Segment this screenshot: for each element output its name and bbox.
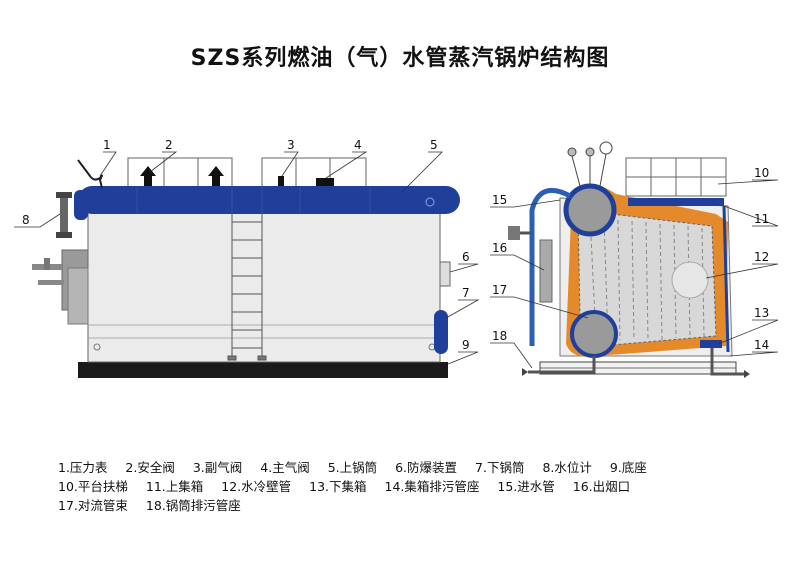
base-skid — [78, 362, 448, 378]
burner-icon — [32, 249, 89, 325]
callout-13: 13 — [754, 306, 769, 320]
legend-item: 10.平台扶梯 — [58, 479, 128, 494]
main-steam-valve-icon — [316, 178, 334, 186]
legend-row: 10.平台扶梯 11.上集箱 12.水冷壁管 13.下集箱 14.集箱排污管座 … — [58, 477, 788, 496]
callout-1: 1 — [103, 138, 111, 152]
section-view — [508, 141, 750, 378]
callout-9: 9 — [462, 338, 470, 352]
legend-item: 3.副气阀 — [192, 460, 243, 475]
flue-outlet — [539, 239, 553, 303]
callout-2: 2 — [165, 138, 173, 152]
callout-leaders — [14, 151, 779, 369]
legend-item: 2.安全阀 — [125, 460, 175, 475]
legend: 1.压力表 2.安全阀 3.副气阀 4.主气阀 5.上锅筒 6.防爆装置 7.下… — [58, 458, 788, 515]
diagram-title: SZS系列燃油（气）水管蒸汽锅炉结构图 — [190, 46, 610, 71]
platform-cage — [625, 157, 727, 197]
legend-item: 9.底座 — [609, 460, 647, 475]
legend-row: 1.压力表 2.安全阀 3.副气阀 4.主气阀 5.上锅筒 6.防爆装置 7.下… — [58, 458, 788, 477]
callout-3: 3 — [287, 138, 295, 152]
top-gauges-icon — [567, 141, 613, 187]
callout-5: 5 — [430, 138, 438, 152]
legend-item: 8.水位计 — [542, 460, 592, 475]
callout-10: 10 — [754, 166, 769, 180]
pressure-gauge-pipe — [77, 159, 103, 189]
callout-15: 15 — [492, 193, 507, 207]
callout-16: 16 — [492, 241, 507, 255]
legend-item: 5.上锅筒 — [327, 460, 378, 475]
side-view — [32, 157, 460, 378]
legend-item: 12.水冷壁管 — [221, 479, 292, 494]
legend-item: 17.对流管束 — [58, 498, 128, 513]
callout-numbers: 1 2 3 4 5 6 7 8 9 10 11 12 13 14 15 16 1… — [22, 138, 769, 352]
legend-item: 16.出烟口 — [572, 479, 631, 494]
callout-4: 4 — [354, 138, 362, 152]
legend-item: 4.主气阀 — [260, 460, 310, 475]
feed-water-pipe — [529, 187, 572, 346]
upper-header — [628, 198, 724, 206]
water-level-gauge-icon — [56, 192, 72, 238]
callout-11: 11 — [754, 212, 769, 226]
drum-blowdown-pipe — [528, 356, 596, 374]
upper-drum-section — [563, 183, 617, 237]
callout-12: 12 — [754, 250, 769, 264]
furnace-flue — [671, 261, 709, 299]
legend-item: 15.进水管 — [497, 479, 555, 494]
callout-6: 6 — [462, 250, 470, 264]
callout-14: 14 — [754, 338, 769, 352]
lower-drum-section — [570, 310, 618, 358]
auxiliary-steam-valve-icon — [278, 176, 284, 186]
legend-item: 18.锅筒排污管座 — [145, 498, 241, 513]
legend-item: 1.压力表 — [58, 460, 108, 475]
upper-drum-side — [78, 186, 460, 214]
safety-valve-icon — [140, 166, 224, 186]
legend-item: 14.集箱排污管座 — [384, 479, 480, 494]
explosion-proof-device-icon — [439, 261, 451, 287]
callout-8: 8 — [22, 213, 30, 227]
legend-item: 11.上集箱 — [145, 479, 204, 494]
header-blowdown-pipe — [710, 348, 746, 376]
legend-item: 13.下集箱 — [309, 479, 367, 494]
legend-item: 7.下锅筒 — [475, 460, 525, 475]
lower-header — [700, 340, 722, 348]
boiler-body — [87, 209, 441, 363]
top-railing — [127, 157, 367, 186]
callout-7: 7 — [462, 286, 470, 300]
lower-drum-side — [434, 310, 448, 354]
legend-item: 6.防爆装置 — [395, 460, 458, 475]
callout-17: 17 — [492, 283, 507, 297]
legend-row: 17.对流管束 18.锅筒排污管座 — [58, 496, 788, 515]
callout-18: 18 — [492, 329, 507, 343]
platform-ladder — [227, 212, 267, 361]
